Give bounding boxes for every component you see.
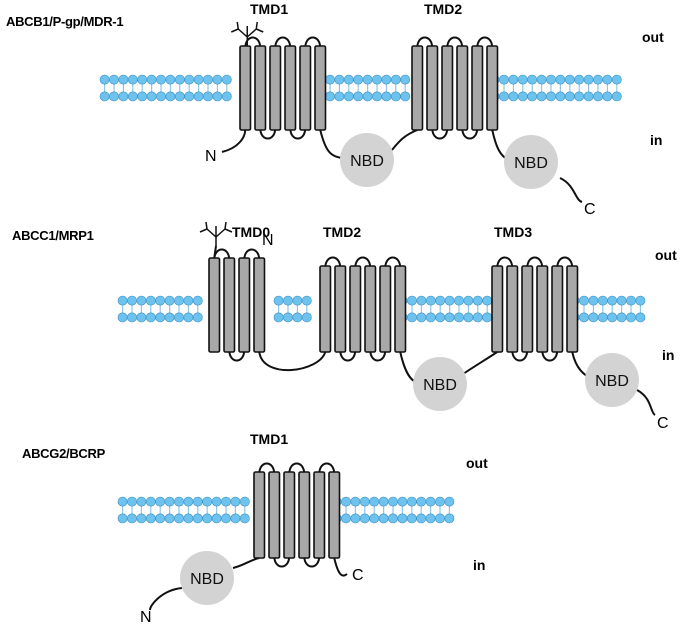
transmembrane-helix xyxy=(328,471,341,559)
glycosylation-tree-icon xyxy=(199,221,233,246)
panel-2-membrane-mid-2 xyxy=(397,295,493,323)
panel-1-membrane-right xyxy=(489,74,622,102)
transmembrane-helix xyxy=(456,45,469,131)
panel-2-tmd0-helices xyxy=(208,248,266,362)
transmembrane-helix xyxy=(426,45,439,131)
panel-1-tmd2-label: TMD2 xyxy=(424,1,462,17)
panel-1-in-label: in xyxy=(650,132,662,148)
transmembrane-helix xyxy=(364,265,377,353)
panel-3-protein-name: ABCG2/BCRP xyxy=(22,446,106,461)
panel-3-membrane-left xyxy=(117,496,250,524)
transmembrane-helix xyxy=(299,45,312,131)
transmembrane-helix xyxy=(253,471,266,559)
panel-3-in-label: in xyxy=(473,557,485,573)
panel-2-tmd3-label: TMD3 xyxy=(494,224,532,240)
transmembrane-helix xyxy=(313,471,326,559)
nbd-label: NBD xyxy=(423,377,457,394)
panel-2-nbd-1: NBD xyxy=(413,357,467,411)
panel-2-linker-3 xyxy=(459,351,498,377)
panel-2-membrane-mid-1 xyxy=(273,295,312,323)
transmembrane-helix xyxy=(521,265,534,353)
transmembrane-helix xyxy=(298,471,311,559)
panel-3-n-tail xyxy=(149,587,183,611)
transmembrane-helix xyxy=(253,257,266,353)
panel-1-out-label: out xyxy=(642,29,664,45)
transmembrane-helix xyxy=(239,45,252,131)
nbd-label: NBD xyxy=(350,153,384,170)
panel-2-tmd0-label: TMD0 xyxy=(232,224,270,240)
transmembrane-helix xyxy=(551,265,564,353)
panel-1-membrane-left xyxy=(99,74,232,102)
panel-1-tmd2-helices xyxy=(411,36,499,140)
transmembrane-helix xyxy=(268,471,281,559)
transmembrane-helix xyxy=(486,45,499,131)
panel-3-out-label: out xyxy=(466,455,488,471)
panel-3-n-linker xyxy=(232,557,260,569)
transmembrane-helix xyxy=(471,45,484,131)
panel-1-nbd-1: NBD xyxy=(340,133,394,187)
transmembrane-helix xyxy=(269,45,282,131)
transmembrane-helix xyxy=(441,45,454,131)
transmembrane-helix xyxy=(411,45,424,131)
panel-2-in-label: in xyxy=(662,347,674,363)
panel-3-n-terminus: N xyxy=(140,609,152,626)
panel-2-membrane-right xyxy=(569,295,646,323)
panel-1-tmd1-label: TMD1 xyxy=(250,1,288,17)
panel-2-out-label: out xyxy=(655,247,677,263)
panel-2-nbd-2: NBD xyxy=(585,353,639,407)
panel-1-c-tail xyxy=(559,177,583,203)
panel-2-linker-1 xyxy=(258,351,327,372)
nbd-label: NBD xyxy=(190,571,224,588)
nbd-label: NBD xyxy=(595,373,629,390)
panel-2-n-terminus: N xyxy=(262,232,274,249)
panel-1-membrane-middle xyxy=(315,74,411,102)
transmembrane-helix xyxy=(506,265,519,353)
panel-2-linker-2 xyxy=(399,351,417,383)
panel-3-tmd1-label: TMD1 xyxy=(250,431,288,447)
nbd-label: NBD xyxy=(514,155,548,172)
transmembrane-helix xyxy=(491,265,504,353)
transmembrane-helix xyxy=(566,265,579,353)
transmembrane-helix xyxy=(223,257,236,353)
panel-2-membrane-left xyxy=(117,295,203,323)
panel-1-n-terminus: N xyxy=(205,148,217,165)
transmembrane-helix xyxy=(283,471,296,559)
transmembrane-helix xyxy=(238,257,251,353)
panel-3-nbd-1: NBD xyxy=(180,551,234,605)
panel-2-protein-name: ABCC1/MRP1 xyxy=(12,228,94,243)
transmembrane-helix xyxy=(284,45,297,131)
panel-2-tmd2-helices xyxy=(319,256,407,362)
panel-2-c-tail xyxy=(636,389,656,416)
panel-1-tmd1-helices xyxy=(239,36,327,140)
panel-3-membrane-right xyxy=(331,496,455,524)
transmembrane-helix xyxy=(208,257,221,353)
panel-3-c-tail xyxy=(333,557,348,577)
panel-1-linker-2 xyxy=(391,129,418,151)
transmembrane-helix xyxy=(334,265,347,353)
panel-1-n-tail xyxy=(221,129,247,153)
panel-3-c-terminus: C xyxy=(352,567,364,584)
panel-1-protein-name: ABCB1/P-gp/MDR-1 xyxy=(6,14,123,29)
transmembrane-helix xyxy=(254,45,267,131)
transmembrane-helix xyxy=(349,265,362,353)
panel-2-tmd2-label: TMD2 xyxy=(323,224,361,240)
panel-1-nbd-2: NBD xyxy=(504,135,558,189)
panel-1-c-terminus: C xyxy=(584,201,596,218)
transmembrane-helix xyxy=(319,265,332,353)
panel-3-tmd1-helices xyxy=(253,462,341,568)
transmembrane-helix xyxy=(394,265,407,353)
transmembrane-helix xyxy=(379,265,392,353)
panel-2-tmd3-helices xyxy=(491,256,579,362)
panel-2-c-terminus: C xyxy=(657,415,669,432)
transmembrane-helix xyxy=(314,45,327,131)
transmembrane-helix xyxy=(536,265,549,353)
